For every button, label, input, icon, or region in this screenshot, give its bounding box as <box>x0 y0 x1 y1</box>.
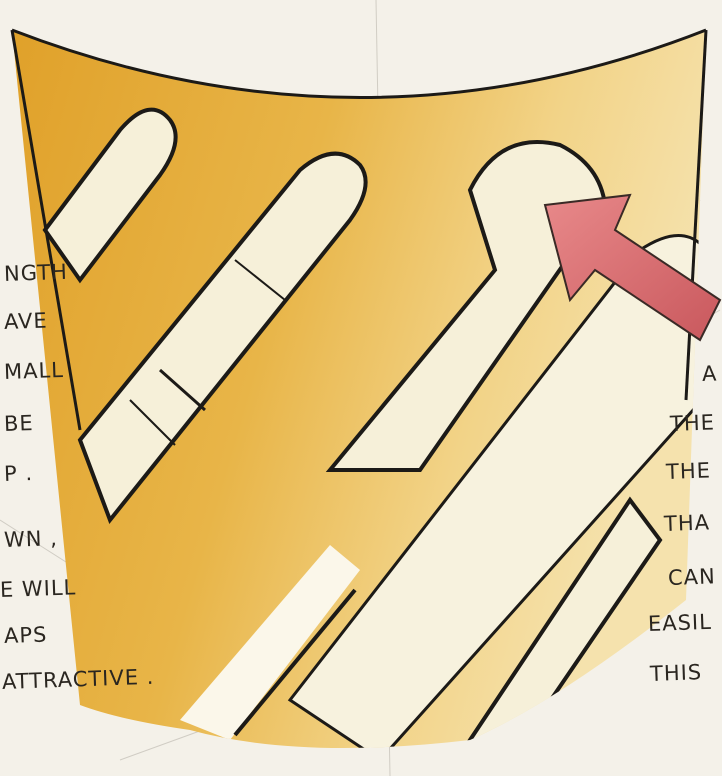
left-note-line: WN , <box>4 526 59 552</box>
cup-body <box>12 30 720 760</box>
right-note-line: A <box>702 361 718 386</box>
right-note-line: CAN <box>668 564 717 590</box>
left-note-line: MALL <box>4 358 65 384</box>
left-note-line: BE <box>4 411 35 436</box>
left-note-line: AVE <box>4 308 48 334</box>
right-note-line: THIS <box>650 660 703 686</box>
right-note-line: THA <box>664 510 711 536</box>
right-note-line: THE <box>670 410 716 436</box>
right-note-line: EASIL <box>648 610 713 636</box>
left-note-line: APS <box>4 622 48 647</box>
left-note-line: P . <box>4 461 34 486</box>
left-note-line: NGTH <box>4 260 69 286</box>
right-note-line: THE <box>666 458 712 484</box>
left-note-line: E WILL <box>0 575 77 602</box>
